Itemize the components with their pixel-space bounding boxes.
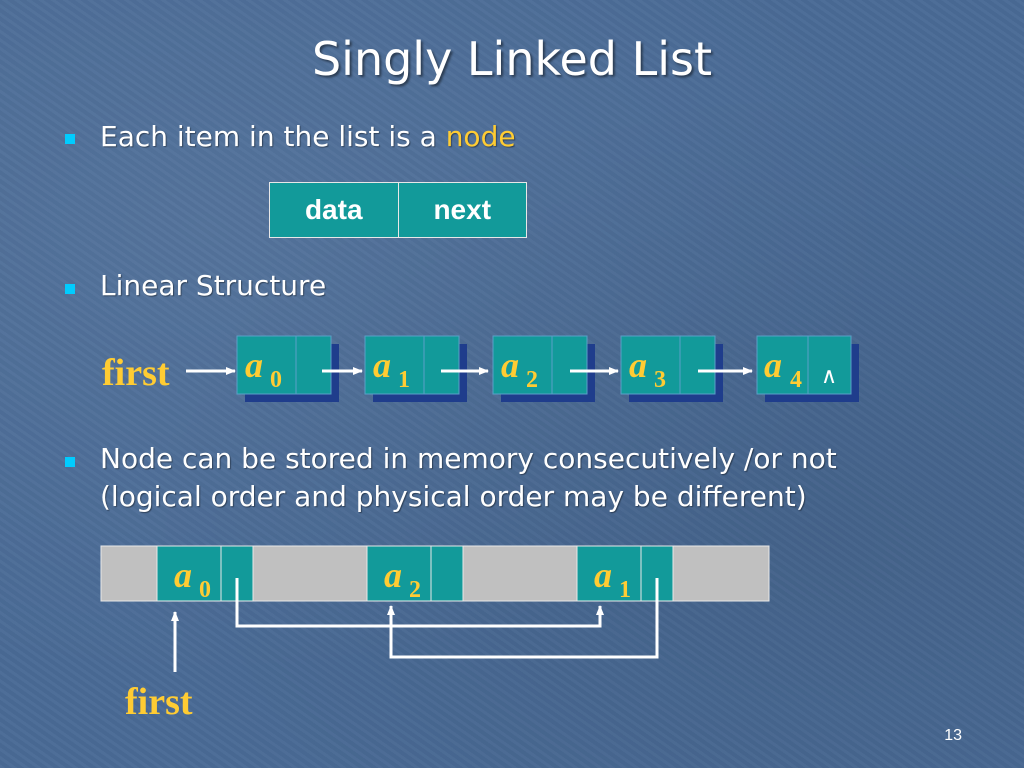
slide-title: Singly Linked List (311, 32, 713, 86)
list-node-a2: a 2 (492, 335, 595, 402)
mem-a2-sub: 2 (409, 577, 421, 603)
bullet-1-text: Each item in the list is a (100, 120, 446, 153)
node-a1-letter: a (373, 345, 391, 385)
pointer-a1-to-a2 (387, 578, 659, 659)
list-node-a4: a 4 ∧ (756, 335, 859, 402)
memory-first-label: first (125, 681, 193, 723)
node-next-field: next (397, 183, 527, 237)
node-a0-letter: a (245, 345, 263, 385)
node-a2-sub: 2 (526, 367, 538, 393)
mem-a0-letter: a (174, 555, 192, 595)
node-a3-letter: a (629, 345, 647, 385)
node-a1-sub: 1 (398, 367, 410, 393)
mem-a0-sub: 0 (199, 577, 211, 603)
memory-slot-a1: a 1 (576, 545, 674, 603)
mem-a1-letter: a (594, 555, 612, 595)
bullet-marker-1 (65, 134, 75, 144)
list-node-a3: a 3 (620, 335, 723, 402)
node-a2-letter: a (501, 345, 519, 385)
node-data-field: data (304, 194, 363, 225)
node-a3-sub: 3 (654, 367, 666, 393)
node-structure-diagram: data next (269, 182, 527, 238)
bullet-text-3: Node can be stored in memory consecutive… (100, 440, 837, 516)
node-a0-sub: 0 (270, 367, 282, 393)
bullet-text-2: Linear Structure (100, 269, 327, 302)
node-a4-letter: a (764, 345, 782, 385)
page-number: 13 (944, 727, 962, 744)
bullet-3-line-1: Node can be stored in memory consecutive… (100, 442, 837, 475)
memory-slot-a0: a 0 (156, 545, 254, 603)
bullet-marker-3 (65, 457, 75, 467)
list-node-a0: a 0 (236, 335, 339, 402)
bullet-marker-2 (65, 284, 75, 294)
bullet-text-1: Each item in the list is a node (100, 118, 516, 156)
mem-a2-letter: a (384, 555, 402, 595)
pointer-a0-to-a1 (235, 578, 604, 628)
linear-first-label: first (102, 352, 170, 394)
list-node-a1: a 1 (364, 335, 467, 402)
mem-a1-sub: 1 (619, 577, 631, 603)
bullet-1-highlight: node (445, 120, 516, 153)
node-a4-sub: 4 (790, 367, 802, 393)
memory-slot-a2: a 2 (366, 545, 464, 603)
bullet-3-line-2: (logical order and physical order may be… (100, 480, 807, 513)
null-pointer-symbol: ∧ (821, 364, 837, 389)
